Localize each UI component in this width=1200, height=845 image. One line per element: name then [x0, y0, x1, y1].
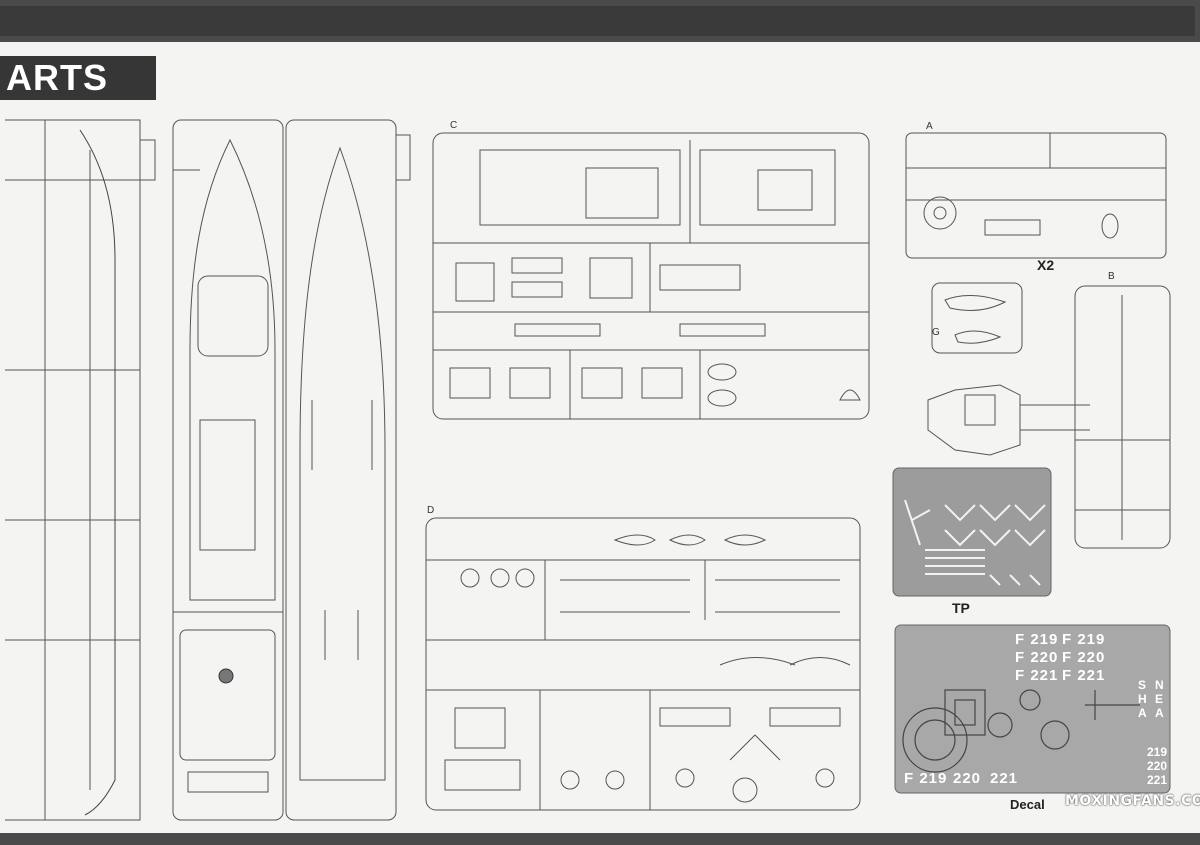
sprue-a-quantity-label: X2: [1037, 257, 1055, 273]
decal-letter: A: [1138, 706, 1147, 720]
sprue-letter-a: A: [926, 121, 933, 132]
decal-sheet: [894, 624, 1171, 794]
decal-hull-number: F 221: [1015, 667, 1059, 684]
decal-letter: S: [1138, 678, 1147, 692]
photo-etch-label: TP: [952, 600, 970, 616]
decal-letter: A: [1155, 706, 1164, 720]
bottom-bar: [0, 833, 1200, 845]
sprue-letter-c: C: [450, 120, 458, 131]
hull-side-sprue: [5, 119, 156, 821]
decal-bottom-number: 220: [953, 770, 982, 787]
top-bar-inner: [0, 6, 1195, 36]
decal-side-number: 220: [1147, 759, 1168, 773]
sprue-d: [425, 517, 861, 811]
decal-hull-number: F 219: [1062, 631, 1106, 648]
deckhouse-part: [927, 384, 1090, 456]
sprue-a: [905, 132, 1167, 259]
sprue-letter-b: B: [1108, 271, 1115, 282]
section-title: ARTS: [0, 56, 156, 100]
decal-side-number: 219: [1147, 745, 1168, 759]
decal-hull-number: F 220: [1015, 649, 1059, 666]
decal-letter: H: [1138, 692, 1147, 706]
decal-letter: N: [1155, 678, 1164, 692]
decal-bottom-number: F 219: [904, 770, 948, 787]
decal-hull-number: F 220: [1062, 649, 1106, 666]
top-bar: [0, 0, 1200, 42]
hull-bottom-sprue: [285, 119, 411, 821]
decal-letter: E: [1155, 692, 1164, 706]
decal-bottom-number: 221: [990, 770, 1019, 787]
sprue-b: [1074, 285, 1171, 549]
sprue-letter-g: G: [932, 327, 940, 338]
watermark: MOXINGFANS.COM: [1065, 793, 1200, 809]
decal-label: Decal: [1010, 797, 1045, 812]
decal-hull-number: F 221: [1062, 667, 1106, 684]
sprue-letter-d: D: [427, 505, 435, 516]
photo-etch-sheet: [892, 467, 1052, 597]
decal-side-number: 221: [1147, 773, 1168, 787]
sprue-c: [432, 132, 870, 420]
sprue-g: [931, 282, 1023, 354]
deck-sprue: [172, 119, 284, 821]
decal-hull-number: F 219: [1015, 631, 1059, 648]
